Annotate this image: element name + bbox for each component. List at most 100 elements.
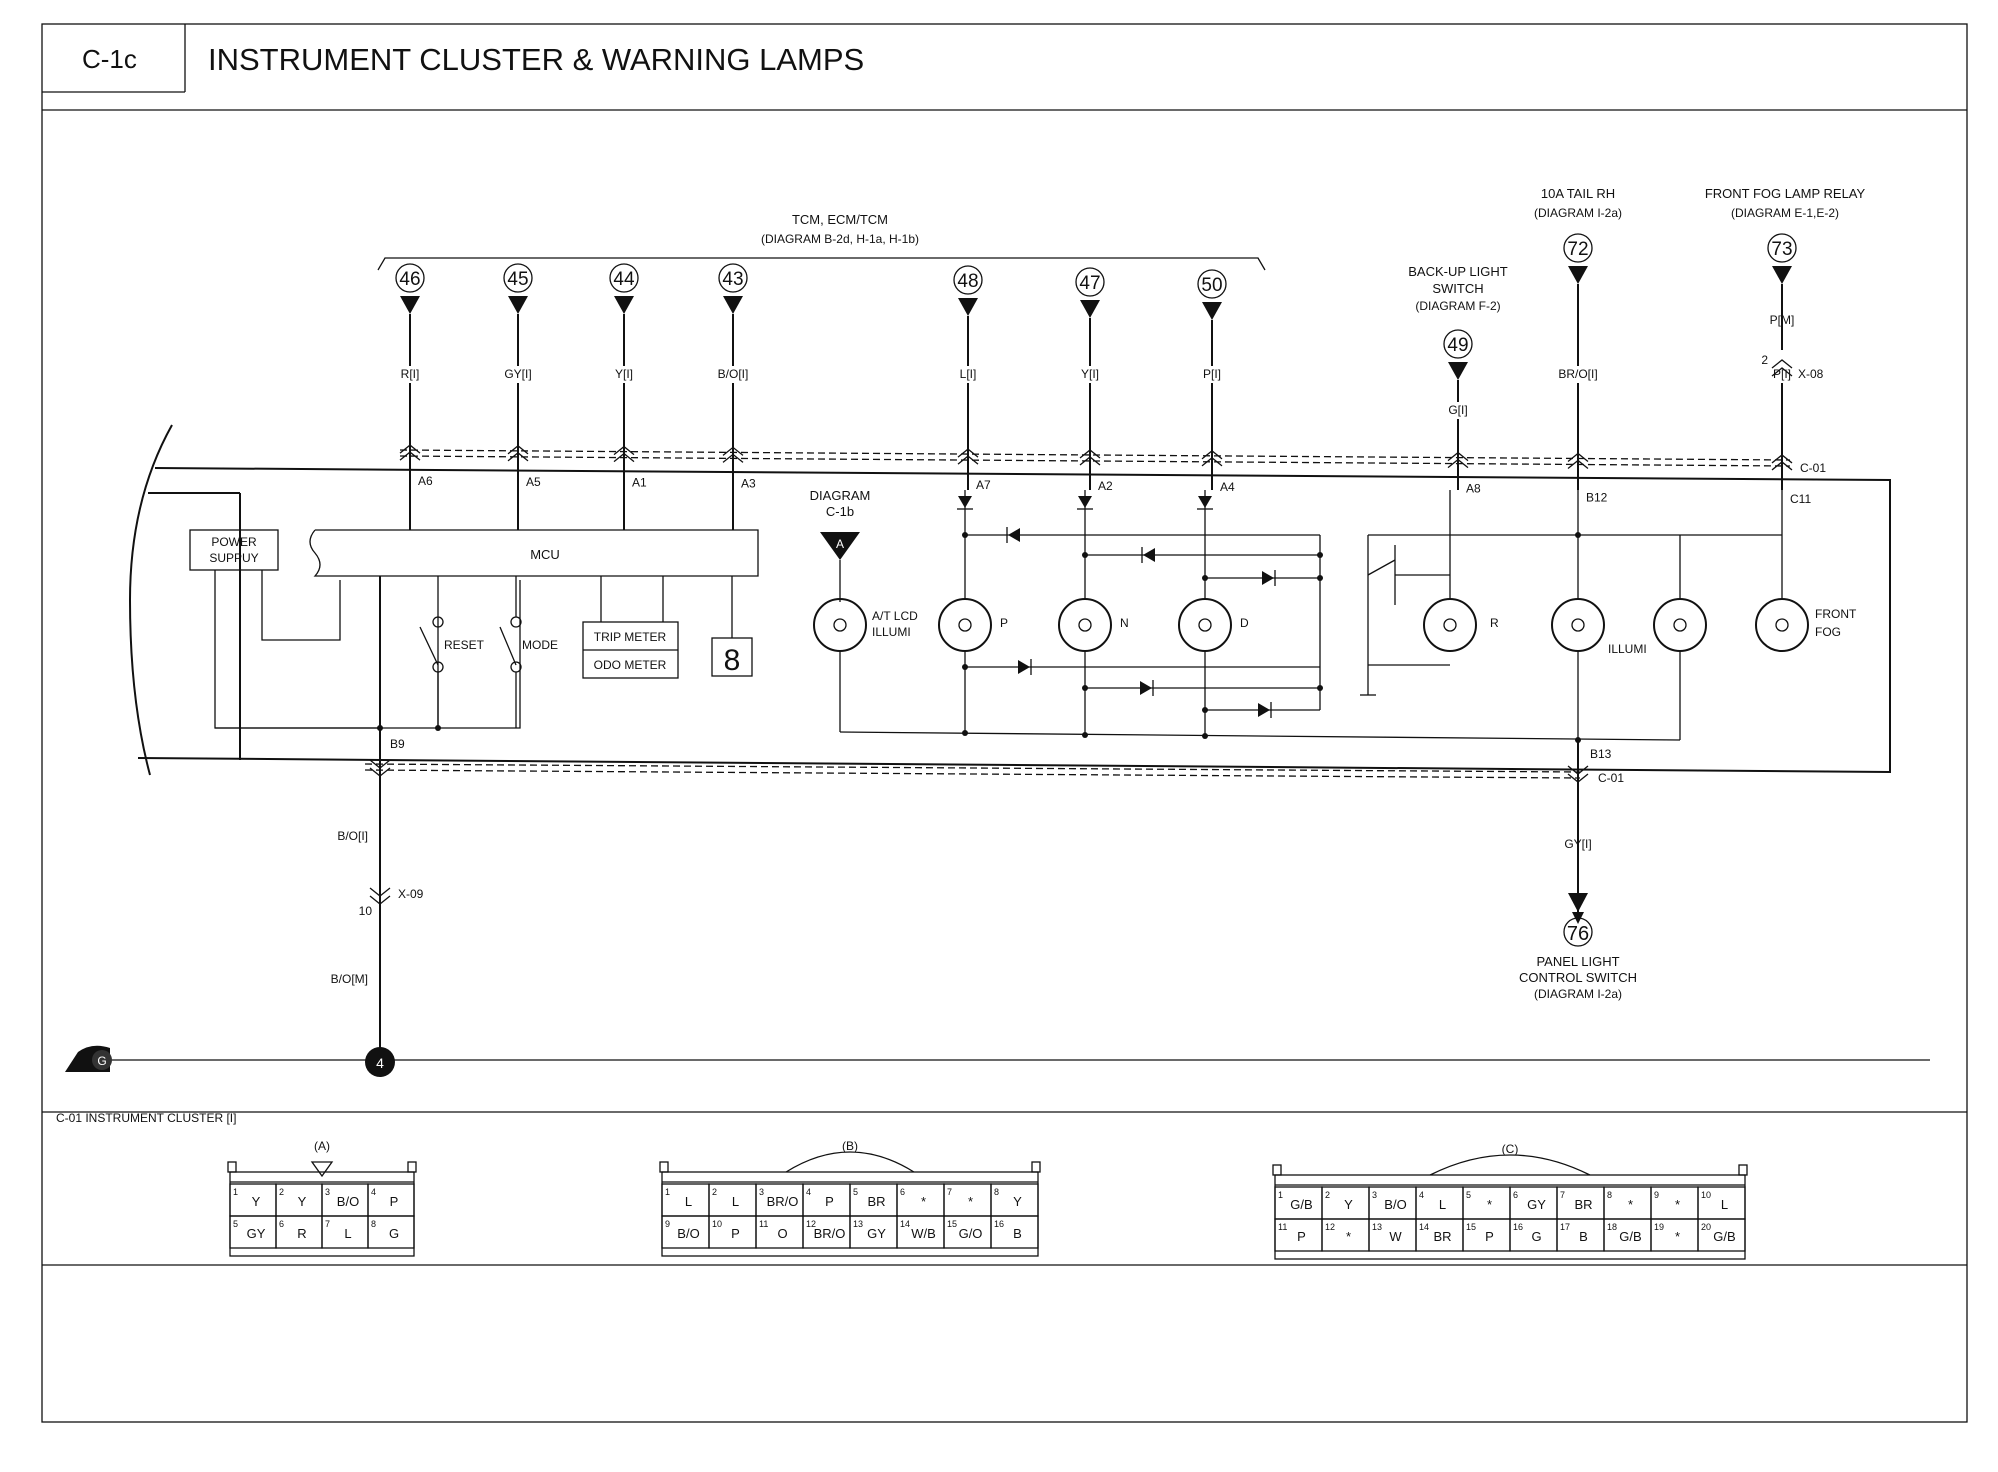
connector-a-cell-8: [367, 1215, 415, 1249]
connector-b-wire-5: BR: [867, 1194, 885, 1209]
connector-b-wire-3: BR/O: [767, 1194, 799, 1209]
backup-label-3: (DIAGRAM F-2): [1415, 299, 1500, 313]
terminal-76: [1563, 917, 1593, 947]
pin-b9: B9: [390, 737, 405, 751]
x08-pin: 2: [1761, 353, 1768, 367]
pin-b13: B13: [1590, 747, 1612, 761]
pin-A8: A8: [1466, 482, 1481, 496]
connector-b-pin-12: 12: [806, 1219, 816, 1229]
top-group-ref: (DIAGRAM B-2d, H-1a, H-1b): [761, 232, 919, 246]
x09-label: X-09: [398, 887, 424, 901]
panel-label-1: PANEL LIGHT: [1536, 954, 1619, 969]
reset-switch-label: RESET: [444, 638, 485, 652]
terminal-46-num: 46: [399, 269, 420, 290]
lamp-n-label: N: [1120, 616, 1129, 630]
diagram-ref-flag: [820, 532, 860, 560]
connector-b-wire-13: GY: [867, 1226, 886, 1241]
connector-c-pin-14: 14: [1419, 1222, 1429, 1232]
power-supply-label: POWER: [211, 535, 257, 549]
top-group-bracket: [377, 257, 1266, 271]
terminal-73-num: 73: [1771, 239, 1792, 260]
connector-b-pin-15: 15: [947, 1219, 957, 1229]
connector-c-wire-14: BR: [1433, 1229, 1451, 1244]
c01-bottom-dashed: [364, 763, 1581, 773]
terminal-72-wire: BR/O[I]: [1558, 367, 1597, 381]
connector-c-pin-17: 17: [1560, 1222, 1570, 1232]
panel-wire: GY[I]: [1564, 837, 1591, 851]
connector-a-pin-4: 4: [371, 1187, 376, 1197]
connector-c-wire-10: L: [1721, 1197, 1728, 1212]
panel-label-3: (DIAGRAM I-2a): [1534, 987, 1622, 1001]
lamp-r-label: R: [1490, 616, 1499, 630]
connector-a-wire-5: GY: [247, 1226, 266, 1241]
lamp-n: [1058, 598, 1112, 652]
power-supply-box: [189, 529, 279, 571]
connector-c-wire-8: *: [1628, 1197, 1633, 1212]
connector-c-wire-9: *: [1675, 1197, 1680, 1212]
terminal-43-num: 43: [722, 269, 743, 290]
terminal-72-num: 72: [1567, 239, 1588, 260]
connector-b-wire-2: L: [732, 1194, 739, 1209]
connector-a-pin-8: 8: [371, 1219, 376, 1229]
pin-A3: A3: [741, 476, 756, 490]
connector-a-pin-1: 1: [233, 1187, 238, 1197]
connector-c-wire-11: P: [1297, 1229, 1306, 1244]
c01-top-label: C-01: [1800, 461, 1826, 475]
power-supply-label-2: SUPPUY: [209, 551, 258, 565]
connector-c-wire-5: *: [1487, 1197, 1492, 1212]
connector-c-pin-5: 5: [1466, 1190, 1471, 1200]
connector-b-pin-10: 10: [712, 1219, 722, 1229]
mcu-label: MCU: [530, 547, 560, 562]
lamp-r: [1423, 598, 1477, 652]
lamp-illumi-2: [1653, 598, 1707, 652]
connector-c-pin-12: 12: [1325, 1222, 1335, 1232]
connector-c-pin-18: 18: [1607, 1222, 1617, 1232]
connector-a-pin-6: 6: [279, 1219, 284, 1229]
diagram-ref-label: DIAGRAM: [810, 488, 871, 503]
c01-bottom-label: C-01: [1598, 771, 1624, 785]
terminal-46-wire: R[I]: [401, 367, 420, 381]
terminal-48-wire: L[I]: [960, 367, 977, 381]
terminal-48: 48L[I]A7: [953, 265, 991, 492]
x09-pin: 10: [359, 904, 373, 918]
lamp-illumi-label: ILLUMI: [1608, 642, 1647, 656]
lamp-front-fog-label-2: FOG: [1815, 625, 1841, 639]
diagram-code: C-1c: [82, 44, 137, 74]
odo-meter-label: ODO METER: [594, 658, 667, 672]
connector-b-pin-6: 6: [900, 1187, 905, 1197]
connector-c-pin-9: 9: [1654, 1190, 1659, 1200]
terminal-44-wire: Y[I]: [615, 367, 633, 381]
connector-b-pin-13: 13: [853, 1219, 863, 1229]
connector-b-wire-14: W/B: [911, 1226, 936, 1241]
pin-A7: A7: [976, 478, 991, 492]
connector-b-label: (B): [842, 1139, 858, 1153]
connector-a-pin-2: 2: [279, 1187, 284, 1197]
connector-c-wire-1: G/B: [1290, 1197, 1312, 1212]
connector-a-wire-8: G: [389, 1226, 399, 1241]
lamp-d: [1178, 598, 1232, 652]
cluster-break-left: [128, 424, 173, 776]
c01-top-dashed: [399, 449, 1791, 461]
pin-A6: A6: [418, 474, 433, 488]
connector-a-wire-1: Y: [252, 1194, 261, 1209]
terminal-43-wire: B/O[I]: [718, 367, 749, 381]
tail-label-1: 10A TAIL RH: [1541, 186, 1615, 201]
connector-b-pin-5: 5: [853, 1187, 858, 1197]
diagram-ref-letter: A: [836, 537, 844, 551]
connector-b-wire-11: O: [777, 1226, 787, 1241]
lamp-d-label: D: [1240, 616, 1249, 630]
connector-c-pin-3: 3: [1372, 1190, 1377, 1200]
connector-c-pin-11: 11: [1278, 1222, 1287, 1232]
connector-b-pin-3: 3: [759, 1187, 764, 1197]
backup-label-1: BACK-UP LIGHT: [1408, 264, 1508, 279]
terminal-44: 44Y[I]A1: [609, 263, 647, 530]
pin-A5: A5: [526, 475, 541, 489]
connector-a-pin-7: 7: [325, 1219, 330, 1229]
terminal-73-wire: P[I]: [1773, 367, 1791, 381]
pin-A1: A1: [632, 476, 647, 490]
connector-c-wire-7: BR: [1574, 1197, 1592, 1212]
connector-a-pin-5: 5: [233, 1219, 238, 1229]
connector-a-wire-4: P: [390, 1194, 399, 1209]
